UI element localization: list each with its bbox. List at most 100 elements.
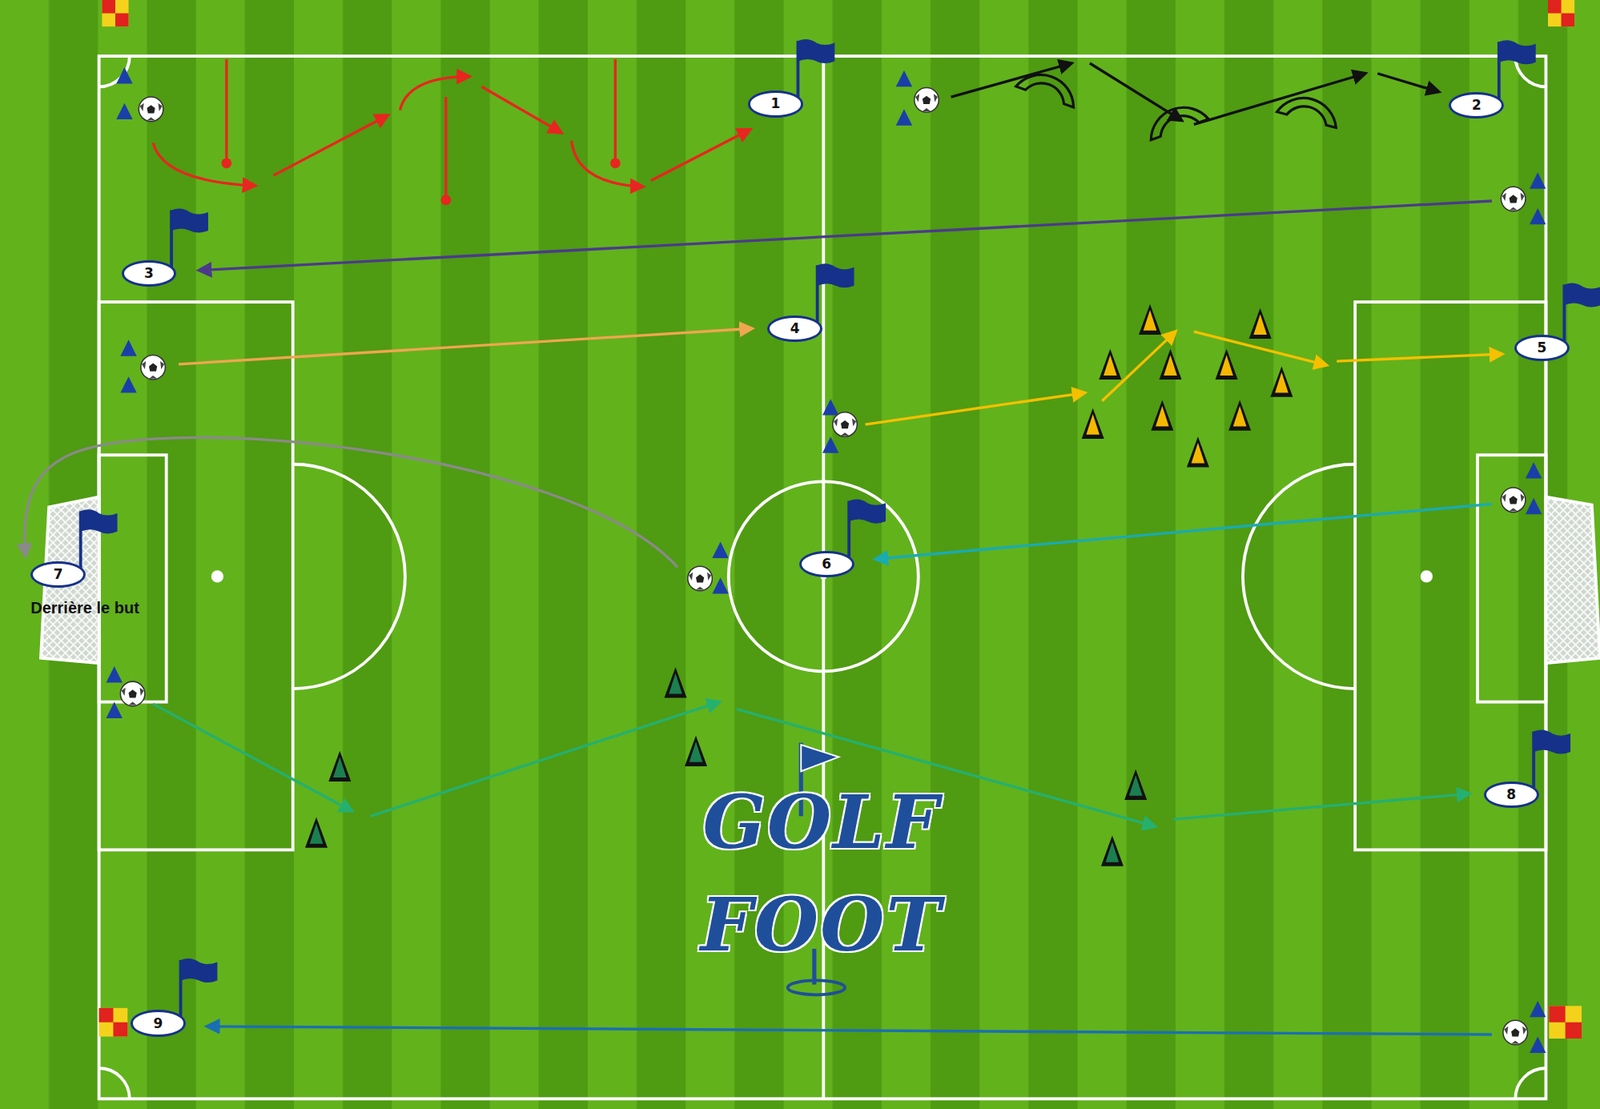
ball-patch bbox=[140, 103, 145, 112]
ball-patch bbox=[1520, 192, 1525, 202]
hole-number: 4 bbox=[790, 321, 800, 336]
cone bbox=[1124, 769, 1147, 800]
marker-cone bbox=[116, 67, 133, 84]
ball-patch bbox=[833, 418, 838, 427]
ball-patch bbox=[128, 689, 137, 698]
hole-tag: 2 bbox=[1448, 92, 1504, 119]
goal-nets bbox=[40, 497, 1600, 664]
ball-patch bbox=[1503, 1026, 1508, 1035]
ball bbox=[138, 96, 164, 122]
stop-dot bbox=[440, 194, 451, 206]
cone bbox=[1085, 414, 1100, 435]
route-arrow bbox=[1173, 793, 1470, 820]
marker-cone bbox=[116, 103, 133, 120]
ball-patch bbox=[148, 375, 157, 379]
cone bbox=[1105, 841, 1120, 862]
ball-patch bbox=[121, 687, 126, 696]
hole-tag: 4 bbox=[767, 315, 823, 342]
arc-obstacle bbox=[1016, 66, 1082, 108]
corner-flag bbox=[1547, 0, 1575, 27]
corner-flag bbox=[1547, 0, 1562, 14]
ball bbox=[120, 681, 145, 707]
logo-flag bbox=[800, 744, 839, 772]
ball bbox=[1503, 1020, 1528, 1046]
stop-line bbox=[225, 59, 228, 164]
cone bbox=[1138, 304, 1162, 335]
hole-tag: 5 bbox=[1514, 334, 1570, 362]
cone bbox=[1150, 399, 1174, 431]
hole-number: 1 bbox=[770, 96, 780, 111]
corner-flag bbox=[112, 1022, 128, 1038]
hole-number: 8 bbox=[1506, 787, 1516, 802]
ball-patch bbox=[1509, 508, 1518, 512]
route-arrow bbox=[875, 503, 1492, 559]
marker-cone bbox=[120, 376, 137, 393]
ball bbox=[687, 566, 713, 591]
cone bbox=[1155, 406, 1170, 427]
route-arrow bbox=[152, 703, 352, 812]
ball-patch bbox=[160, 361, 165, 370]
marker-cone bbox=[822, 398, 839, 415]
ball-patch bbox=[1509, 207, 1518, 211]
ball-patch bbox=[148, 363, 157, 372]
cone bbox=[684, 735, 708, 767]
route-arrow bbox=[865, 393, 1086, 425]
marker-cone bbox=[711, 542, 728, 559]
cone bbox=[668, 673, 683, 694]
ball bbox=[1500, 186, 1526, 212]
flag bbox=[1563, 282, 1600, 307]
route-arrow bbox=[207, 1026, 1492, 1035]
ball-patch bbox=[158, 103, 163, 112]
corner-flag bbox=[1548, 1005, 1582, 1039]
cone bbox=[689, 741, 704, 762]
marker-cone bbox=[1529, 208, 1546, 225]
ball-patch bbox=[933, 93, 938, 102]
hole-number: 3 bbox=[144, 266, 154, 281]
ball-patch bbox=[922, 96, 931, 105]
stop-dot bbox=[221, 157, 233, 169]
cone bbox=[1143, 309, 1158, 330]
ball-patch bbox=[840, 432, 849, 436]
flag bbox=[817, 263, 855, 288]
logo-cup bbox=[787, 980, 845, 995]
route-arrow bbox=[24, 437, 678, 567]
route-arrow bbox=[1377, 73, 1439, 93]
cone bbox=[1101, 836, 1124, 867]
ball bbox=[832, 412, 858, 438]
ball-patch bbox=[1509, 194, 1518, 203]
cone bbox=[1186, 436, 1210, 467]
hole-number: 2 bbox=[1471, 98, 1482, 113]
route-arrow bbox=[481, 86, 561, 133]
cone bbox=[1228, 399, 1251, 431]
cone bbox=[309, 823, 324, 844]
hole-number: 5 bbox=[1536, 341, 1547, 355]
hole-tag: 7 bbox=[30, 561, 86, 588]
arc-obstacle bbox=[1143, 99, 1209, 141]
flag bbox=[80, 509, 118, 534]
corner-flag bbox=[99, 1008, 114, 1023]
marker-cone bbox=[1529, 1001, 1546, 1018]
hole-number: 9 bbox=[153, 1017, 164, 1031]
cone bbox=[1219, 354, 1234, 375]
cone bbox=[1098, 349, 1122, 380]
ball-patch bbox=[688, 572, 693, 581]
hole-number: 7 bbox=[53, 567, 64, 582]
marker-cone bbox=[1525, 498, 1542, 515]
route-arrow bbox=[951, 63, 1072, 97]
ball-patch bbox=[140, 687, 145, 696]
flag bbox=[848, 499, 886, 524]
corner-flag bbox=[101, 0, 116, 14]
corner-flag bbox=[1561, 13, 1576, 28]
ball bbox=[140, 354, 166, 380]
cone bbox=[1215, 349, 1239, 380]
marker-cone bbox=[896, 70, 913, 87]
ball-patch bbox=[695, 586, 704, 591]
hole-tag: 8 bbox=[1483, 781, 1540, 809]
flag bbox=[180, 958, 218, 983]
ball-patch bbox=[922, 108, 931, 112]
route-arrow bbox=[273, 115, 388, 176]
ball bbox=[1500, 487, 1526, 513]
hole-tag: 1 bbox=[747, 90, 804, 117]
marker-cone bbox=[1525, 462, 1542, 479]
route-arrow bbox=[571, 140, 644, 187]
